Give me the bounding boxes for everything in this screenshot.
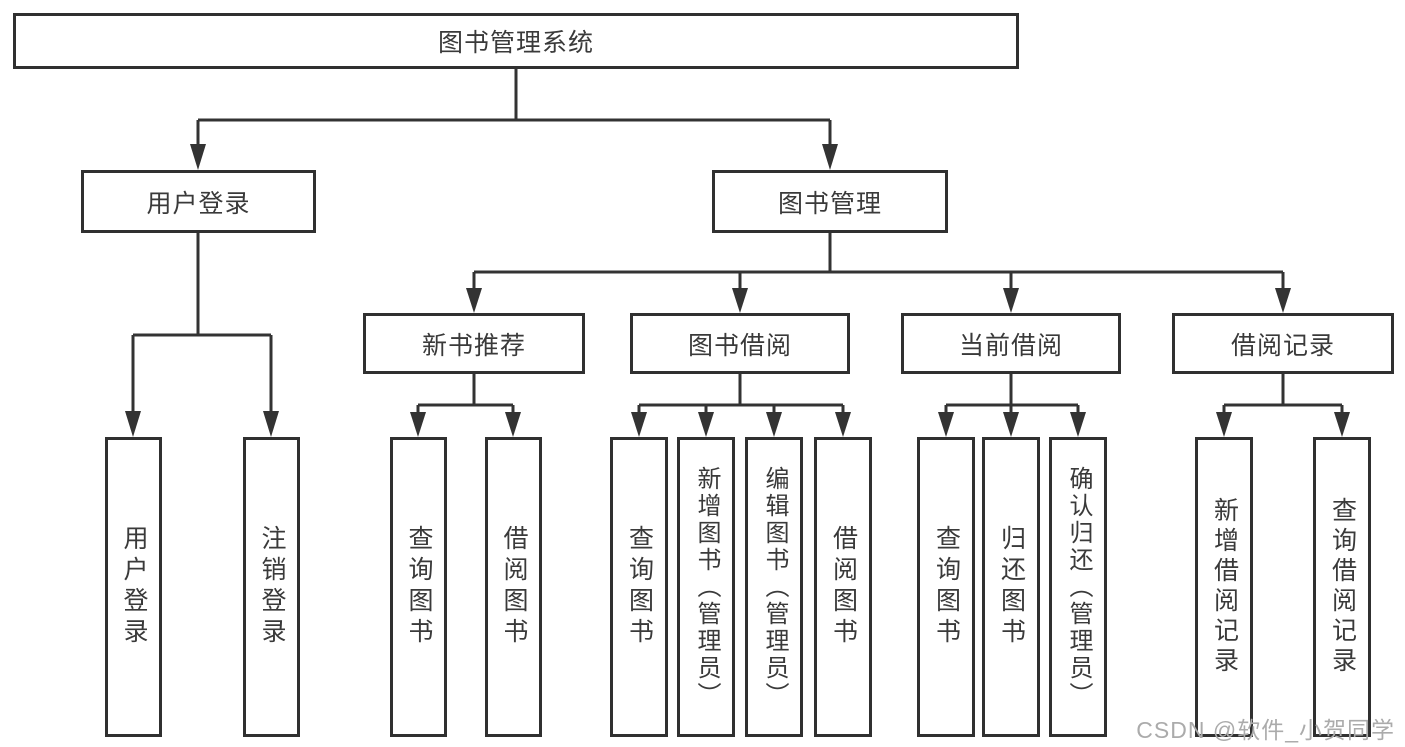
node-book-borrow: 图书借阅 [630, 313, 850, 374]
node-label: 用户登录 [120, 525, 148, 649]
node-leaf-borrow-books: 借阅图书 [485, 437, 542, 737]
node-user-login: 用户登录 [81, 170, 316, 233]
node-leaf-borrow-books: 借阅图书 [814, 437, 872, 737]
node-label: 用户登录 [146, 189, 251, 218]
node-label: 注销登录 [258, 525, 286, 649]
node-leaf-query-borrow-record: 查询借阅记录 [1313, 437, 1371, 737]
node-leaf-query-books: 查询图书 [917, 437, 975, 737]
csdn-watermark: CSDN @软件_小贺同学 [1136, 717, 1395, 743]
node-leaf-add-books-admin: 新增图书（管理员） [677, 437, 735, 737]
node-leaf-query-books: 查询图书 [610, 437, 668, 737]
node-leaf-user-login: 用户登录 [105, 437, 162, 737]
node-label: 确认归还（管理员） [1065, 465, 1092, 709]
node-label: 当前借阅 [958, 331, 1063, 360]
node-label: 编辑图书（管理员） [761, 465, 788, 709]
node-borrow-records: 借阅记录 [1172, 313, 1394, 374]
node-leaf-add-borrow-record: 新增借阅记录 [1195, 437, 1253, 737]
node-book-management: 图书管理 [712, 170, 948, 233]
arrowheads [125, 144, 1350, 437]
node-label: 借阅记录 [1230, 331, 1335, 360]
node-leaf-query-books: 查询图书 [390, 437, 447, 737]
node-leaf-return-books: 归还图书 [982, 437, 1040, 737]
node-label: 图书管理系统 [437, 29, 594, 57]
node-leaf-logout: 注销登录 [243, 437, 300, 737]
node-label: 查询图书 [405, 525, 433, 649]
node-label: 归还图书 [997, 525, 1026, 649]
node-label: 查询借阅记录 [1328, 497, 1357, 677]
node-label: 查询图书 [932, 525, 961, 649]
node-label: 新增借阅记录 [1210, 497, 1239, 677]
node-label: 借阅图书 [829, 525, 858, 649]
node-library-management-system: 图书管理系统 [13, 13, 1019, 69]
node-leaf-edit-books-admin: 编辑图书（管理员） [745, 437, 803, 737]
node-current-borrow: 当前借阅 [901, 313, 1121, 374]
node-label: 借阅图书 [500, 525, 528, 649]
node-label: 新书推荐 [421, 331, 526, 360]
node-leaf-confirm-return-admin: 确认归还（管理员） [1049, 437, 1107, 737]
node-label: 查询图书 [625, 525, 654, 649]
node-label: 新增图书（管理员） [693, 465, 720, 709]
node-label: 图书借阅 [687, 331, 792, 360]
node-new-book-recommend: 新书推荐 [363, 313, 585, 374]
node-label: 图书管理 [777, 189, 882, 218]
